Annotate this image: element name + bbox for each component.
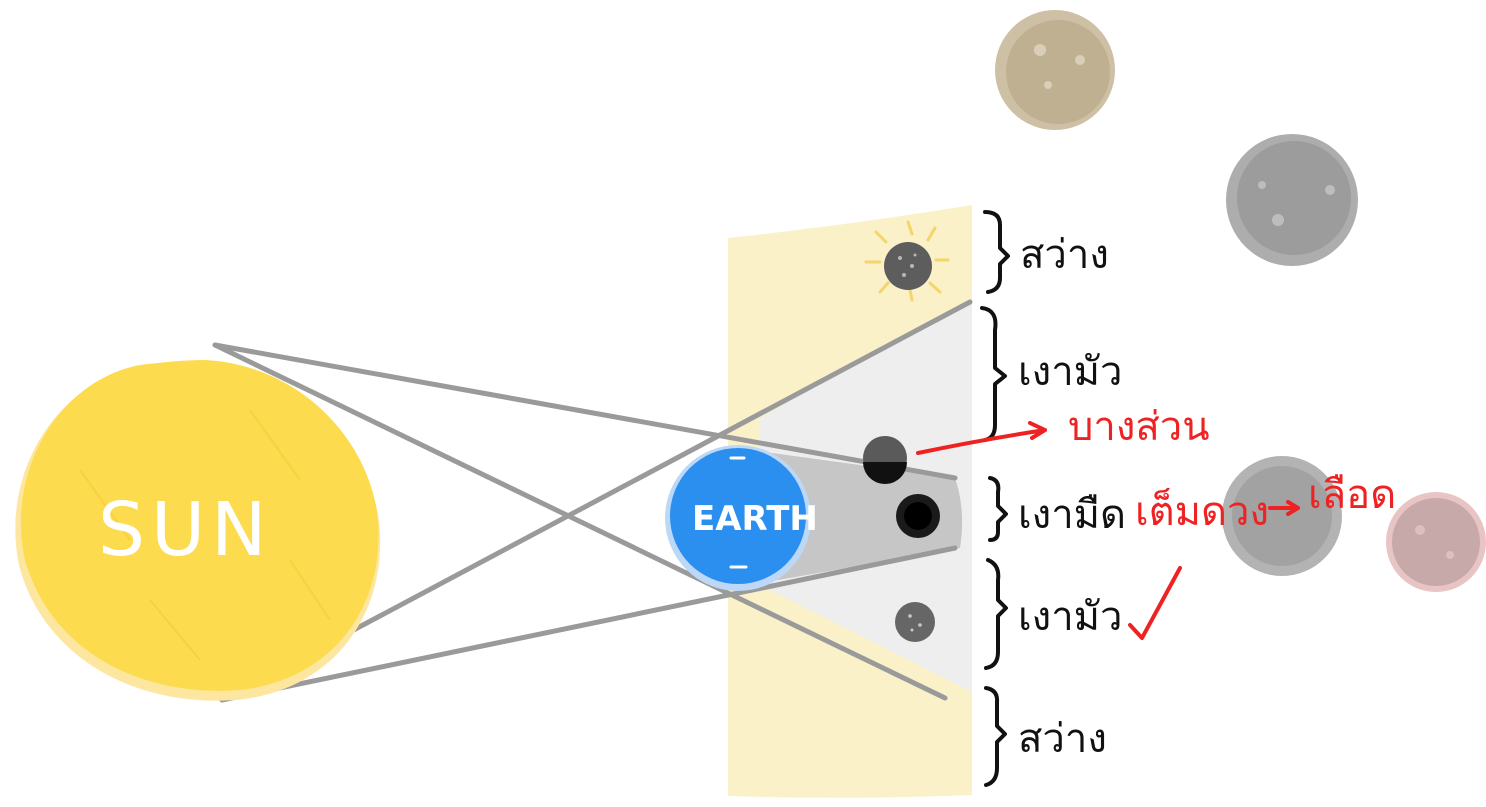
moon-total [896,494,940,538]
zone-labels: สว่าง เงามัว เงามืด เงามัว สว่าง [1018,232,1126,762]
brace-umbra [988,476,1008,542]
sun-label: SUN [98,487,273,573]
label-penumbra-bottom: เงามัว [1018,594,1123,640]
brace-markers [980,210,1010,787]
earth-label: EARTH [692,499,818,539]
label-penumbra-top: เงามัว [1018,349,1123,395]
moon-faded-top [995,10,1115,130]
ray-top-outer [212,342,958,481]
ray-cross-down [212,342,948,701]
brace-bright-top [983,210,1010,294]
sun: SUN [15,360,381,701]
label-total: เต็มดวง [1135,487,1269,535]
brace-penumbra-bottom [984,558,1008,670]
moon-partial [863,436,907,484]
label-bright-top: สว่าง [1020,232,1109,278]
moon-faded-red [1386,492,1486,592]
check-icon [1128,566,1182,640]
moon-penumbral [895,602,935,642]
ray-bottom-outer [219,545,958,703]
arrow-total [1268,500,1300,516]
arrow-partial [916,421,1047,455]
umbra-region [750,450,963,585]
red-annotations: บางส่วน เต็มดวง เลือด [916,404,1396,640]
moon-bright [864,220,950,302]
moon-faded-dark [1222,456,1342,576]
label-blood: เลือด [1308,472,1396,518]
earth: EARTH [665,445,818,591]
label-partial: บางส่วน [1068,404,1210,450]
label-umbra: เงามืด [1018,492,1126,538]
moon-faded-gray [1226,134,1358,266]
brace-bright-bottom [984,686,1007,787]
brace-penumbra-top [980,306,1007,442]
light-rays [212,299,973,703]
label-bright-bottom: สว่าง [1018,716,1107,762]
